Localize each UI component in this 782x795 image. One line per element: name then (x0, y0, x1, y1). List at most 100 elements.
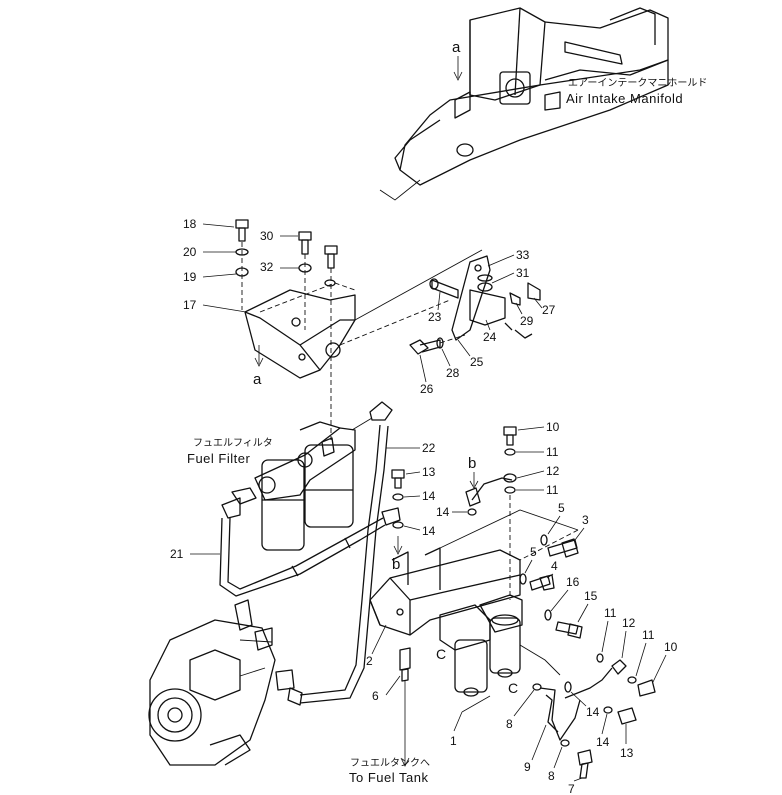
callout-23: 23 (428, 310, 442, 324)
washer-5-b (519, 573, 527, 585)
callout-14-upper: 14 (436, 505, 450, 519)
callout-13-lower: 13 (620, 746, 634, 760)
air-intake-manifold (379, 7, 669, 201)
fuel-filter (221, 401, 393, 551)
callout-4: 4 (551, 559, 558, 573)
ref-c-right: C (508, 680, 519, 696)
callout-25: 25 (470, 355, 484, 369)
callout-18: 18 (183, 217, 197, 231)
ref-a-top: a (452, 39, 461, 56)
ref-b-lower: b (392, 556, 401, 573)
bolt-30 (298, 231, 312, 255)
callout-21: 21 (170, 547, 184, 561)
washer-11-mid (504, 486, 516, 494)
fitting-6 (399, 647, 411, 682)
washer-29 (509, 292, 521, 306)
bolt-right (324, 245, 338, 269)
callout-17: 17 (183, 298, 197, 312)
eye-12-upper (503, 473, 517, 483)
callout-14-a: 14 (422, 489, 436, 503)
callout-11-lower-right: 11 (642, 628, 655, 642)
ref-b-upper: b (468, 455, 477, 472)
bracket-2 (369, 509, 579, 636)
callout-19: 19 (183, 270, 197, 284)
pipe-9 (539, 687, 581, 741)
callout-11-upper: 11 (546, 445, 559, 459)
nut-27 (527, 282, 541, 301)
callout-24: 24 (483, 330, 497, 344)
washer-14-upper (467, 508, 477, 516)
fuel-tank-jp-label: フュエルタンクへ (350, 757, 430, 769)
plate-24 (469, 289, 506, 326)
washer-8-lower (560, 739, 570, 747)
callout-12-lower: 12 (622, 616, 636, 630)
bolt-13-upper (391, 469, 405, 489)
water-separator-1 (439, 594, 561, 697)
callout-7: 7 (568, 782, 575, 795)
washer-14-a (392, 493, 404, 501)
bolt-4 (529, 574, 555, 591)
bolt-3 (547, 538, 579, 558)
bracket-17 (244, 249, 483, 379)
washer-8-upper (532, 683, 542, 691)
callout-8-upper: 8 (506, 717, 513, 731)
callout-33: 33 (516, 248, 530, 262)
bolt-18 (235, 219, 249, 242)
callout-28: 28 (446, 366, 460, 380)
washer-14-lower (564, 681, 572, 693)
ref-c-left: C (436, 646, 447, 662)
callout-3: 3 (582, 513, 589, 527)
air-intake-jp-label: エアーインテークマニホールド (568, 77, 707, 89)
air-intake-en-label: Air Intake Manifold (566, 91, 683, 106)
callout-8-lower: 8 (548, 769, 555, 783)
ref-a-bracket: a (253, 371, 262, 388)
callout-10-lower: 10 (664, 640, 678, 654)
bolt-13-lower (617, 707, 637, 725)
callout-1: 1 (450, 734, 457, 748)
callout-2: 2 (366, 654, 373, 668)
callout-6: 6 (372, 689, 379, 703)
callout-14-b: 14 (422, 524, 436, 538)
pipe-12-lower (564, 659, 627, 699)
washer-11-lower-left (596, 653, 604, 663)
callout-5-b: 5 (530, 545, 537, 559)
washer-14-lower-right (603, 706, 613, 714)
callout-12-upper: 12 (546, 464, 560, 478)
callout-22: 22 (422, 441, 436, 455)
stay-33 (451, 255, 491, 341)
spacer-23 (429, 278, 459, 299)
washer-5-a (540, 534, 548, 546)
hose-21 (219, 507, 401, 597)
callout-15: 15 (584, 589, 598, 603)
callout-26: 26 (420, 382, 434, 396)
fuel-filter-jp-label: フュエルフィルタ (193, 437, 273, 449)
washer-11-upper (504, 448, 516, 456)
callout-20: 20 (183, 245, 197, 259)
callout-16: 16 (566, 575, 580, 589)
callout-31: 31 (516, 266, 530, 280)
pipe-12-upper (465, 477, 513, 507)
washer-16 (544, 609, 552, 621)
callout-27: 27 (542, 303, 556, 317)
bolt-26 (409, 339, 441, 355)
callout-30: 30 (260, 229, 274, 243)
bolt-10-lower (637, 679, 656, 697)
callout-13-upper: 13 (422, 465, 436, 479)
washer-right (324, 279, 336, 287)
callout-32: 32 (260, 260, 274, 274)
callout-5-a: 5 (558, 501, 565, 515)
callout-14-lower: 14 (586, 705, 600, 719)
washer-14-b (392, 521, 404, 529)
fuel-tank-en-label: To Fuel Tank (349, 770, 428, 785)
callout-11-mid: 11 (546, 483, 559, 497)
callout-9: 9 (524, 760, 531, 774)
callout-14-lower-right: 14 (596, 735, 610, 749)
callout-10-upper: 10 (546, 420, 560, 434)
callout-29: 29 (520, 314, 534, 328)
fuel-filter-en-label: Fuel Filter (187, 451, 250, 466)
bolt-15 (555, 621, 583, 639)
washer-31 (477, 282, 493, 292)
washer-11-lower-right (627, 676, 637, 684)
callout-11-lower-left: 11 (604, 606, 617, 620)
